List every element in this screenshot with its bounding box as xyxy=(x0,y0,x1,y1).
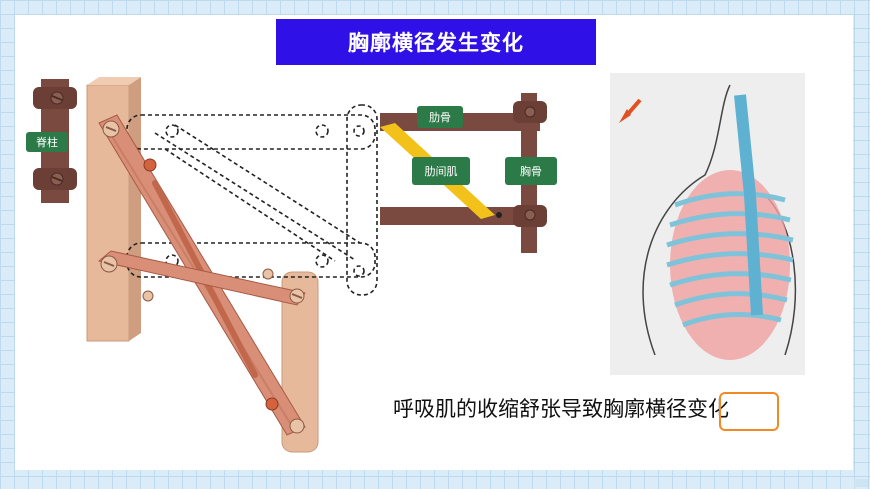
caption-text: 呼吸肌的收缩舒张导致胸廓横径变化 xyxy=(393,397,729,421)
label-spine: 脊柱 xyxy=(26,132,68,152)
label-intercostal-muscle: 肋间肌 xyxy=(412,157,470,185)
title-banner: 胸廓横径发生变化 xyxy=(276,19,596,65)
corner-mark xyxy=(854,479,868,487)
label-rib: 肋骨 xyxy=(417,106,463,128)
highlight-box xyxy=(719,392,779,431)
slide-canvas: 胸廓横径发生变化 xyxy=(15,15,853,470)
ribcage-photo xyxy=(610,73,805,375)
label-sternum: 胸骨 xyxy=(505,157,557,185)
rib-model-diagram xyxy=(33,73,805,453)
lower-rib-bar xyxy=(97,250,306,306)
